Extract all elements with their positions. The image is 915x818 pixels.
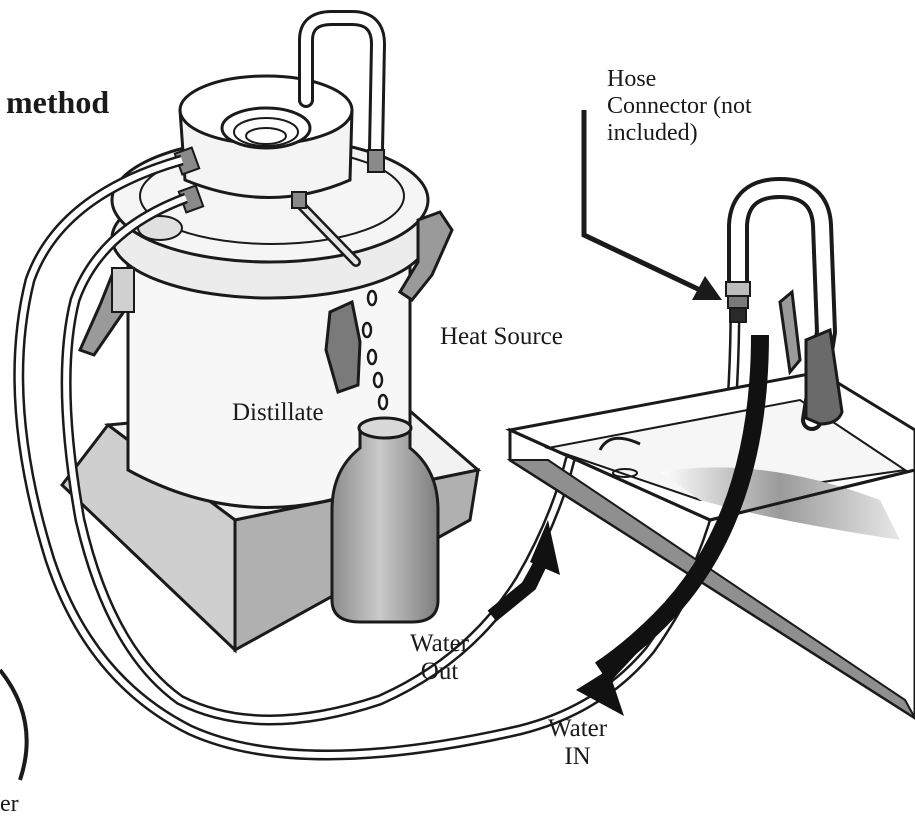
distillate-bottle xyxy=(330,416,440,624)
hose-connector-label: Hose Connector (not included) xyxy=(607,66,752,146)
edge-text-fragment: er xyxy=(0,791,19,817)
pot-clamp-left xyxy=(77,267,135,357)
faucet xyxy=(727,176,844,431)
distillate-spout xyxy=(291,191,361,267)
water-in-arrow xyxy=(576,334,769,716)
water-in-label: Water IN xyxy=(548,715,608,770)
hose-connector-pointer xyxy=(581,110,722,300)
distillate-drops xyxy=(361,289,389,411)
edge-circle-fragment xyxy=(0,668,29,781)
distillate-label: Distillate xyxy=(232,399,324,426)
condenser-column xyxy=(178,74,354,199)
water-out-label: Water Out xyxy=(410,630,470,685)
condenser-coil-tube xyxy=(298,9,387,173)
water-out-arrow xyxy=(487,520,560,622)
hose-connector xyxy=(725,281,751,323)
pot-clamp-right xyxy=(397,210,454,303)
pot-handle-latch xyxy=(324,299,362,394)
diagram-title: method xyxy=(6,84,110,120)
heat-source-label: Heat Source xyxy=(440,323,563,350)
